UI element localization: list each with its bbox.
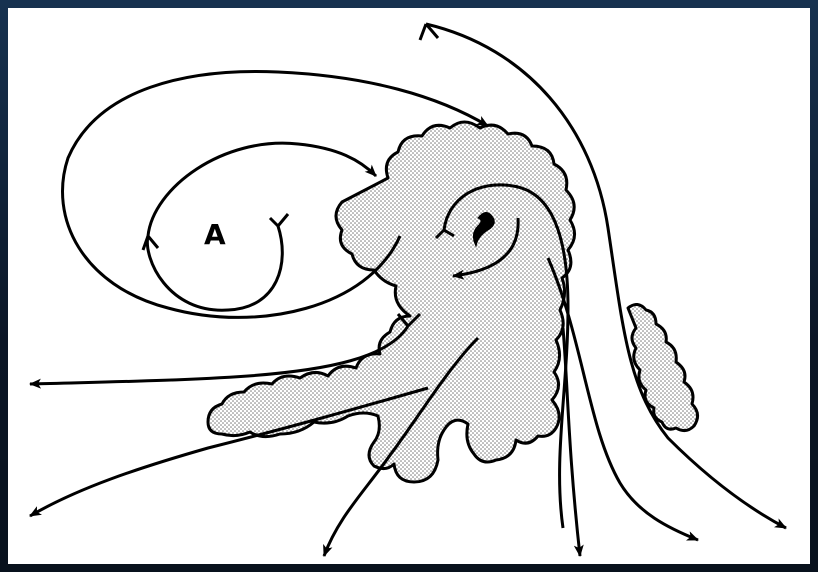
comma-cloud bbox=[208, 122, 575, 482]
diagram-panel: A bbox=[8, 8, 810, 564]
diagram-svg: A bbox=[8, 8, 810, 564]
cloud-band bbox=[628, 304, 698, 430]
barb-a-right bbox=[270, 214, 288, 226]
anticyclone-label: A bbox=[204, 218, 226, 251]
flow-arrow-south-central bbox=[563, 328, 580, 556]
barb-a-left bbox=[143, 236, 158, 250]
